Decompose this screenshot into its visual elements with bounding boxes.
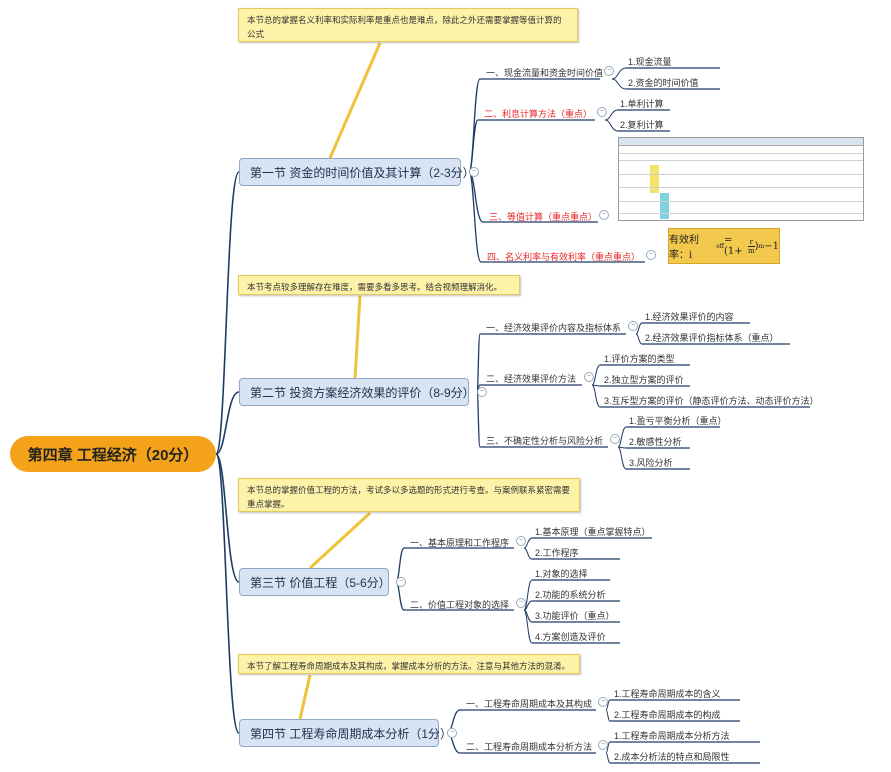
s3-t2-leaf-2[interactable]: 2.功能的系统分析 xyxy=(535,590,606,600)
collapse-toggle-icon[interactable]: − xyxy=(516,598,526,608)
leaf-branch-line xyxy=(635,333,643,345)
section-4-note: 本节了解工程寿命周期成本及其构成，掌握成本分析的方法。注意与其他方法的混淆。 xyxy=(238,654,580,674)
note-callout-line xyxy=(308,511,372,570)
collapse-toggle-icon[interactable]: − xyxy=(516,536,526,546)
s4-t1-leaf-2[interactable]: 2.工程寿命周期成本的构成 xyxy=(614,710,721,720)
s1-topic-2[interactable]: 二、利息计算方法（重点） xyxy=(484,109,593,119)
collapse-toggle-icon[interactable]: − xyxy=(597,107,607,117)
topic-branch-line xyxy=(476,333,481,392)
collapse-toggle-icon[interactable]: − xyxy=(584,372,594,382)
leaf-branch-line xyxy=(604,119,619,132)
s2-t1-leaf-2[interactable]: 2.经济效果评价指标体系（重点） xyxy=(645,333,779,343)
section-2-title[interactable]: 第二节 投资方案经济效果的评价（8-9分） xyxy=(239,378,475,406)
s3-t2-leaf-1[interactable]: 1.对象的选择 xyxy=(535,569,588,579)
leaf-branch-line xyxy=(617,446,627,470)
s4-topic-1[interactable]: 一、工程寿命周期成本及其构成 xyxy=(466,699,593,709)
s1-t2-leaf-1[interactable]: 1.单利计算 xyxy=(620,99,664,109)
s2-t3-leaf-3[interactable]: 3.风险分析 xyxy=(629,458,673,468)
leaf-branch-line xyxy=(605,752,611,764)
root-topic[interactable]: 第四章 工程经济（20分） xyxy=(10,436,216,472)
collapse-toggle-icon[interactable]: − xyxy=(396,577,406,587)
leaf-branch-line xyxy=(611,67,627,80)
collapse-toggle-icon[interactable]: − xyxy=(610,434,620,444)
leaf-branch-line xyxy=(591,364,601,386)
section-3-title[interactable]: 第三节 价值工程（5-6分） xyxy=(239,568,391,596)
leaf-branch-line xyxy=(604,109,619,121)
s1-t1-leaf-1[interactable]: 1.现金流量 xyxy=(628,57,672,67)
s3-t2-leaf-4[interactable]: 4.方案创造及评价 xyxy=(535,632,606,642)
topic-branch-line xyxy=(476,390,481,448)
leaf-branch-line xyxy=(611,78,627,90)
s2-topic-3[interactable]: 三、不确定性分析与风险分析 xyxy=(486,436,604,446)
leaf-branch-line xyxy=(617,426,627,448)
s2-t2-leaf-1[interactable]: 1.评价方案的类型 xyxy=(604,354,675,364)
equivalent-value-formula-table-image xyxy=(618,137,864,221)
section-1-title[interactable]: 第一节 资金的时间价值及其计算（2-3分） xyxy=(239,158,475,186)
s2-t3-leaf-1[interactable]: 1.盈亏平衡分析（重点） xyxy=(629,416,727,426)
topic-branch-line xyxy=(468,78,481,173)
s3-topic-1[interactable]: 一、基本原理和工作程序 xyxy=(410,538,510,548)
section-2-note: 本节考点较多理解存在难度，需要多看多思考。结合视频理解消化。 xyxy=(238,275,520,295)
s2-t2-leaf-2[interactable]: 2.独立型方案的评价 xyxy=(604,375,684,385)
note-callout-line xyxy=(298,674,312,720)
root-branch-line xyxy=(215,171,240,455)
root-branch-line xyxy=(215,453,240,734)
s2-topic-1[interactable]: 一、经济效果评价内容及指标体系 xyxy=(486,323,622,333)
collapse-toggle-icon[interactable]: − xyxy=(598,740,608,750)
collapse-toggle-icon[interactable]: − xyxy=(599,210,609,220)
s1-t2-leaf-2[interactable]: 2.复利计算 xyxy=(620,120,664,130)
note-callout-line xyxy=(328,42,382,159)
leaf-branch-line xyxy=(523,547,533,560)
root-branch-line xyxy=(215,391,240,455)
collapse-toggle-icon[interactable]: − xyxy=(646,250,656,260)
section-4-title[interactable]: 第四节 工程寿命周期成本分析（1分） xyxy=(239,719,452,747)
s1-topic-4[interactable]: 四、名义利率与有效利率（重点重点） xyxy=(487,252,641,262)
s3-topic-2[interactable]: 二、价值工程对象的选择 xyxy=(410,600,510,610)
collapse-toggle-icon[interactable]: − xyxy=(628,321,638,331)
s3-t1-leaf-1[interactable]: 1.基本原理（重点掌握特点） xyxy=(535,527,651,537)
s2-t3-leaf-2[interactable]: 2.敏感性分析 xyxy=(629,437,682,447)
s1-topic-3[interactable]: 三、等值计算（重点重点） xyxy=(489,212,598,222)
s2-t1-leaf-1[interactable]: 1.经济效果评价的内容 xyxy=(645,312,734,322)
collapse-toggle-icon[interactable]: − xyxy=(477,387,487,397)
collapse-toggle-icon[interactable]: − xyxy=(469,167,479,177)
s4-t2-leaf-1[interactable]: 1.工程寿命周期成本分析方法 xyxy=(614,731,730,741)
collapse-toggle-icon[interactable]: − xyxy=(447,728,457,738)
leaf-branch-line xyxy=(605,709,611,722)
s2-t2-leaf-3[interactable]: 3.互斥型方案的评价（静态评价方法、动态评价方法） xyxy=(604,396,819,406)
section-1-note: 本节总的掌握名义利率和实际利率是重点也是难点，除此之外还需要掌握等值计算的公式 xyxy=(238,8,578,42)
s2-topic-2[interactable]: 二、经济效果评价方法 xyxy=(486,374,577,384)
root-branch-line xyxy=(215,453,240,583)
s3-t1-leaf-2[interactable]: 2.工作程序 xyxy=(535,548,579,558)
s4-t1-leaf-1[interactable]: 1.工程寿命周期成本的含义 xyxy=(614,689,721,699)
leaf-branch-line xyxy=(523,579,533,611)
s4-t2-leaf-2[interactable]: 2.成本分析法的特点和局限性 xyxy=(614,752,730,762)
s1-topic-1[interactable]: 一、现金流量和资金时间价值 xyxy=(486,68,604,78)
collapse-toggle-icon[interactable]: − xyxy=(598,697,608,707)
s1-t1-leaf-2[interactable]: 2.资金的时间价值 xyxy=(628,78,699,88)
note-callout-line xyxy=(353,295,362,379)
leaf-branch-line xyxy=(523,609,533,644)
collapse-toggle-icon[interactable]: − xyxy=(604,66,614,76)
section-3-note: 本节总的掌握价值工程的方法，考试多以多选题的形式进行考查。与案例联系紧密需要重点… xyxy=(238,478,580,512)
s4-topic-2[interactable]: 二、工程寿命周期成本分析方法 xyxy=(466,742,593,752)
s3-t2-leaf-3[interactable]: 3.功能评价（重点） xyxy=(535,611,615,621)
leaf-branch-line xyxy=(591,384,601,408)
